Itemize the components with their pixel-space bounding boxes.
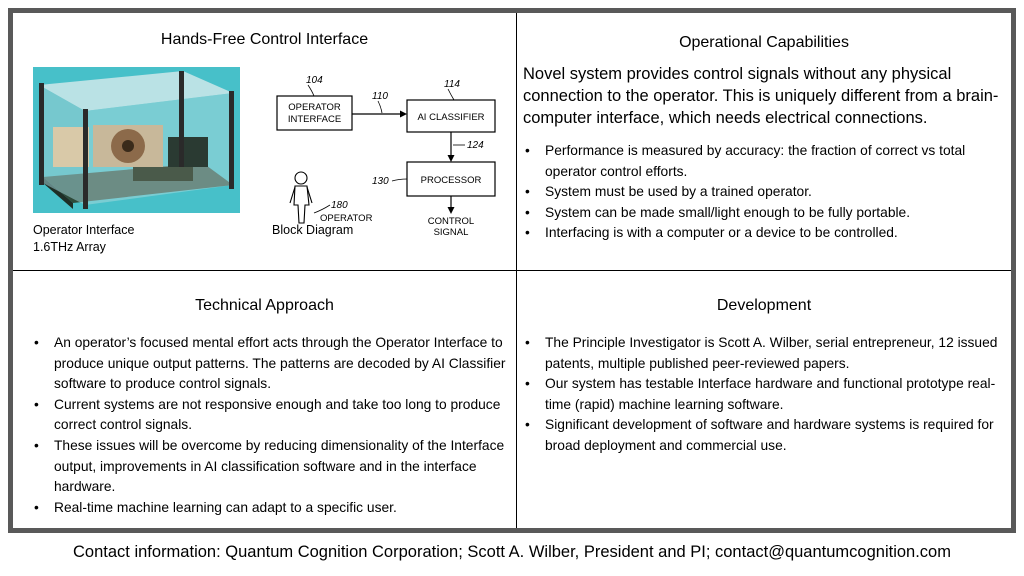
list-item-text: Current systems are not responsive enoug…: [54, 396, 501, 433]
ref-104: 104: [306, 75, 323, 86]
list-item: • Current systems are not responsive enou…: [30, 395, 510, 436]
list-item: • Significant development of software and…: [521, 415, 1009, 456]
bullet-icon: •: [34, 437, 39, 453]
photo-caption: Operator Interface 1.6THz Array: [33, 222, 134, 256]
ref-180-leader: [313, 204, 331, 214]
ref-130-leader: [391, 178, 408, 182]
list-item: • These issues will be overcome by reduci…: [30, 436, 510, 498]
hands-free-quadrant: Hands-Free Control Interface: [13, 13, 516, 270]
ref-110-leader: [377, 100, 383, 114]
bullet-icon: •: [34, 499, 39, 515]
list-item: • An operator’s focused mental effort act…: [30, 333, 510, 395]
list-item: • Performance is measured by accuracy: th…: [521, 141, 1009, 182]
list-item-text: The Principle Investigator is Scott A. W…: [545, 335, 998, 371]
list-item-text: Real-time machine learning can adapt to …: [54, 499, 397, 515]
processor-label: PROCESSOR: [421, 175, 482, 186]
ref-124: 124: [467, 140, 484, 151]
operator-interface-box: [276, 95, 353, 131]
list-item-text: Our system has testable Interface hardwa…: [545, 376, 996, 412]
slide-frame: Hands-Free Control Interface: [8, 8, 1016, 533]
list-item-text: System can be made small/light enough to…: [545, 204, 911, 220]
control-signal-label-line1: CONTROL: [428, 216, 474, 227]
bullet-icon: •: [525, 204, 530, 220]
list-item-text: An operator’s focused mental effort acts…: [54, 335, 506, 392]
operational-quadrant: Operational Capabilities Novel system pr…: [517, 13, 1011, 270]
photo-caption-line2: 1.6THz Array: [33, 240, 106, 254]
operator-label: OPERATOR: [320, 213, 373, 224]
list-item-text: Significant development of software and …: [545, 417, 994, 453]
bullet-icon: •: [525, 417, 530, 433]
operator-interface-label-line2: INTERFACE: [288, 114, 341, 125]
diagram-caption: Block Diagram: [272, 223, 354, 237]
list-item: • The Principle Investigator is Scott A. …: [521, 333, 1009, 374]
list-item-text: Performance is measured by accuracy: the…: [545, 143, 966, 179]
technical-title: Technical Approach: [195, 297, 334, 314]
operational-title: Operational Capabilities: [679, 34, 849, 51]
bullet-icon: •: [525, 335, 530, 350]
operator-interface-label-line1: OPERATOR: [288, 102, 341, 113]
ai-classifier-label: AI CLASSIFIER: [417, 112, 484, 123]
ref-104-leader: [307, 84, 315, 97]
ref-114-leader: [447, 88, 455, 101]
technical-quadrant: Technical Approach • An operator’s focuse…: [13, 271, 516, 528]
contact-footer: Contact information: Quantum Cognition C…: [73, 543, 951, 561]
bullet-icon: •: [525, 376, 530, 392]
list-item: • System can be made small/light enough t…: [521, 203, 1009, 224]
bullet-icon: •: [525, 225, 530, 241]
development-title: Development: [716, 297, 812, 314]
ref-110: 110: [372, 91, 388, 102]
bullet-icon: •: [525, 184, 530, 200]
list-item: • System must be used by a trained operat…: [521, 182, 1009, 203]
arrow-110-head: [400, 110, 407, 118]
ref-114: 114: [444, 79, 460, 90]
operational-lead-text: Novel system provides control signals wi…: [523, 65, 999, 127]
development-quadrant: Development • The Principle Investigator …: [517, 271, 1011, 528]
horizontal-divider: [13, 270, 1011, 271]
block-diagram: OPERATOR INTERFACE 104 AI CLASSIFIER 114…: [276, 75, 496, 235]
operator-interface-device-image: [33, 67, 240, 213]
technical-bullet-list: • An operator’s focused mental effort act…: [30, 333, 510, 518]
control-signal-label-line2: SIGNAL: [434, 227, 469, 235]
operator-interface-photo: [33, 67, 240, 213]
arrow-control-signal-head: [447, 207, 455, 214]
development-bullet-list: • The Principle Investigator is Scott A. …: [521, 333, 1009, 457]
list-item: • Our system has testable Interface hardw…: [521, 374, 1009, 415]
list-item: • Real-time machine learning can adapt to…: [30, 498, 510, 519]
processor-box: [406, 161, 496, 197]
bullet-icon: •: [525, 143, 530, 158]
operator-figure-icon: [289, 171, 313, 224]
ref-130: 130: [372, 176, 389, 187]
photo-caption-line1: Operator Interface: [33, 223, 135, 237]
bullet-icon: •: [34, 396, 39, 412]
arrow-124-head: [447, 155, 455, 162]
ref-180: 180: [331, 200, 348, 211]
list-item-text: Interfacing is with a computer or a devi…: [545, 225, 898, 241]
list-item-text: System must be used by a trained operato…: [545, 184, 812, 200]
hands-free-title: Hands-Free Control Interface: [160, 31, 369, 48]
list-item: • Interfacing is with a computer or a dev…: [521, 223, 1009, 244]
operational-bullet-list: • Performance is measured by accuracy: th…: [521, 141, 1009, 244]
bullet-icon: •: [34, 335, 39, 350]
list-item-text: These issues will be overcome by reducin…: [54, 437, 505, 495]
ai-classifier-box: [406, 99, 496, 133]
